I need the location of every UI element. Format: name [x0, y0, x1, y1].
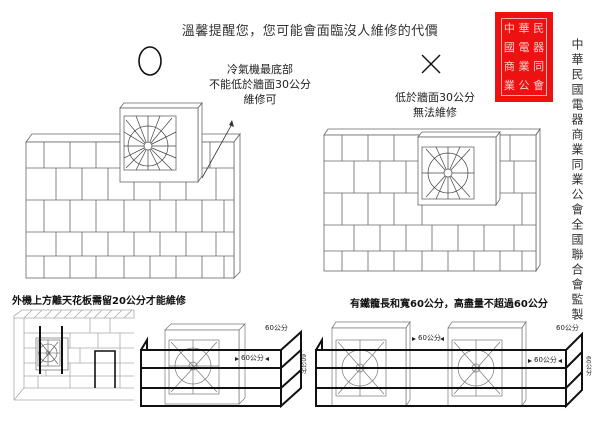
seal-char: 國: [503, 41, 515, 54]
note-line: 維修可: [243, 93, 277, 106]
note-line: 不能低於牆面30公分: [209, 78, 311, 91]
height-dimension-label: 60公分: [300, 354, 307, 375]
bad-example-wall-diagram: [323, 127, 541, 273]
seal-char: 器: [533, 41, 545, 54]
seal-char: 電: [518, 41, 530, 54]
seal-char: 商: [503, 60, 515, 73]
good-example-note: 冷氣機最底部 不能低於牆面30公分 維修可: [195, 62, 325, 107]
correct-circle-icon: [138, 46, 162, 76]
height-dimension-label: 60公分: [585, 356, 592, 377]
seal-char: 公: [518, 79, 530, 92]
note-line: 冷氣機最底部: [227, 63, 293, 76]
top-dimension-label: 60公分: [556, 323, 579, 332]
seal-char: 會: [533, 79, 545, 92]
seal-char: 民: [533, 22, 545, 35]
between-units-dimension-label: 60公分: [418, 333, 441, 342]
seal-char: 同: [533, 60, 545, 73]
cage-size-caption: 有鐵籠長和寬60公分，高盡量不超過60公分: [350, 299, 548, 310]
good-example-wall-diagram: [25, 101, 241, 279]
large-cage-diagram: 60公分 60公分 60公分 60公分: [315, 320, 592, 409]
inner-dimension-label: 60公分: [241, 353, 264, 362]
note-line: 無法維修: [413, 106, 457, 119]
small-cage-diagram: 60公分 60公分 60公分: [140, 323, 307, 409]
page-title: 溫馨提醒您，您可能會面臨沒人維修的代價: [181, 24, 439, 39]
official-seal: 中 華 民 國 電 器 商 業 同 業 公 會: [495, 12, 553, 102]
note-line: 低於牆面30公分: [395, 91, 475, 104]
top-dimension-label: 60公分: [265, 323, 288, 332]
seal-char: 華: [518, 22, 530, 35]
ceiling-clearance-diagram: [13, 309, 135, 401]
ceiling-clearance-caption: 外機上方離天花板需留20公分才能維修: [12, 296, 186, 307]
inner-dimension-label: 60公分: [534, 355, 557, 364]
bad-example-note: 低於牆面30公分 無法維修: [385, 90, 485, 120]
seal-characters: 中 華 民 國 電 器 商 業 同 業 公 會: [501, 18, 547, 96]
issuer-vertical-text: 中華民國電器商業同業公會全國聯合會監製: [570, 38, 584, 323]
seal-char: 業: [503, 79, 515, 92]
seal-char: 中: [503, 22, 515, 35]
seal-char: 業: [518, 60, 530, 73]
wrong-cross-icon: [421, 54, 441, 74]
